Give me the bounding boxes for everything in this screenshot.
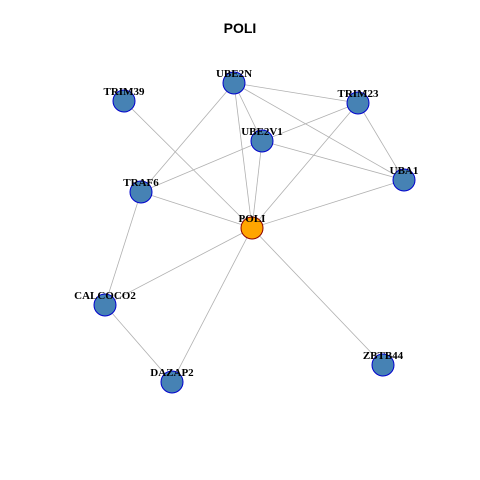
- node-traf6[interactable]: [129, 180, 153, 204]
- edge-poli-ube2n: [233, 82, 253, 229]
- edge-calcoco2-dazap2: [104, 304, 173, 383]
- node-poli[interactable]: [240, 216, 264, 240]
- edge-trim23-uba1: [357, 102, 405, 181]
- edge-ube2n-uba1: [233, 82, 405, 181]
- edge-poli-uba1: [251, 179, 405, 229]
- edge-poli-zbtb44: [251, 227, 384, 366]
- node-calcoco2[interactable]: [93, 293, 117, 317]
- edge-poli-trim39: [123, 100, 253, 229]
- edge-poli-ube2v1: [251, 140, 263, 229]
- node-uba1[interactable]: [392, 168, 416, 192]
- edge-poli-calcoco2: [104, 227, 253, 306]
- node-dazap2[interactable]: [160, 370, 184, 394]
- labels-layer: POLI UBE2N TRIM39 TRIM23UBE2V1UBA1TRAF6CALC…: [74, 68, 418, 379]
- node-label-uba1: UBA1: [390, 165, 419, 177]
- node-label-ube2v1: UBE2V1: [241, 126, 283, 138]
- nodes-layer: [93, 71, 416, 394]
- node-ube2v1[interactable]: [250, 129, 274, 153]
- node-label-trim23: TRIM23: [338, 88, 379, 100]
- node-trim39[interactable]: [112, 89, 136, 113]
- node-label-poli: POLI: [239, 213, 266, 225]
- edge-poli-trim23: [251, 102, 359, 229]
- node-ube2n[interactable]: [222, 71, 246, 95]
- edge-ube2n-trim23: [233, 82, 359, 104]
- node-label-dazap2: DAZAP2: [150, 367, 194, 379]
- edge-poli-traf6: [140, 191, 253, 229]
- node-zbtb44[interactable]: [371, 353, 395, 377]
- edge-ube2n-traf6: [140, 82, 235, 193]
- edge-traf6-calcoco2: [104, 191, 142, 306]
- node-label-ube2n: UBE2N: [216, 68, 252, 80]
- node-label-calcoco2: CALCOCO2: [74, 290, 136, 302]
- edge-ube2v1-uba1: [261, 140, 405, 181]
- graph-title: POLI: [223, 20, 257, 36]
- edge-trim23-ube2v1: [261, 102, 359, 142]
- node-label-traf6: TRAF6: [123, 177, 159, 189]
- node-label-zbtb44: ZBTB44: [363, 350, 404, 362]
- edge-ube2v1-traf6: [140, 140, 263, 193]
- edge-poli-dazap2: [171, 227, 253, 383]
- node-label-trim39: TRIM39: [104, 86, 145, 98]
- node-trim23[interactable]: [346, 91, 370, 115]
